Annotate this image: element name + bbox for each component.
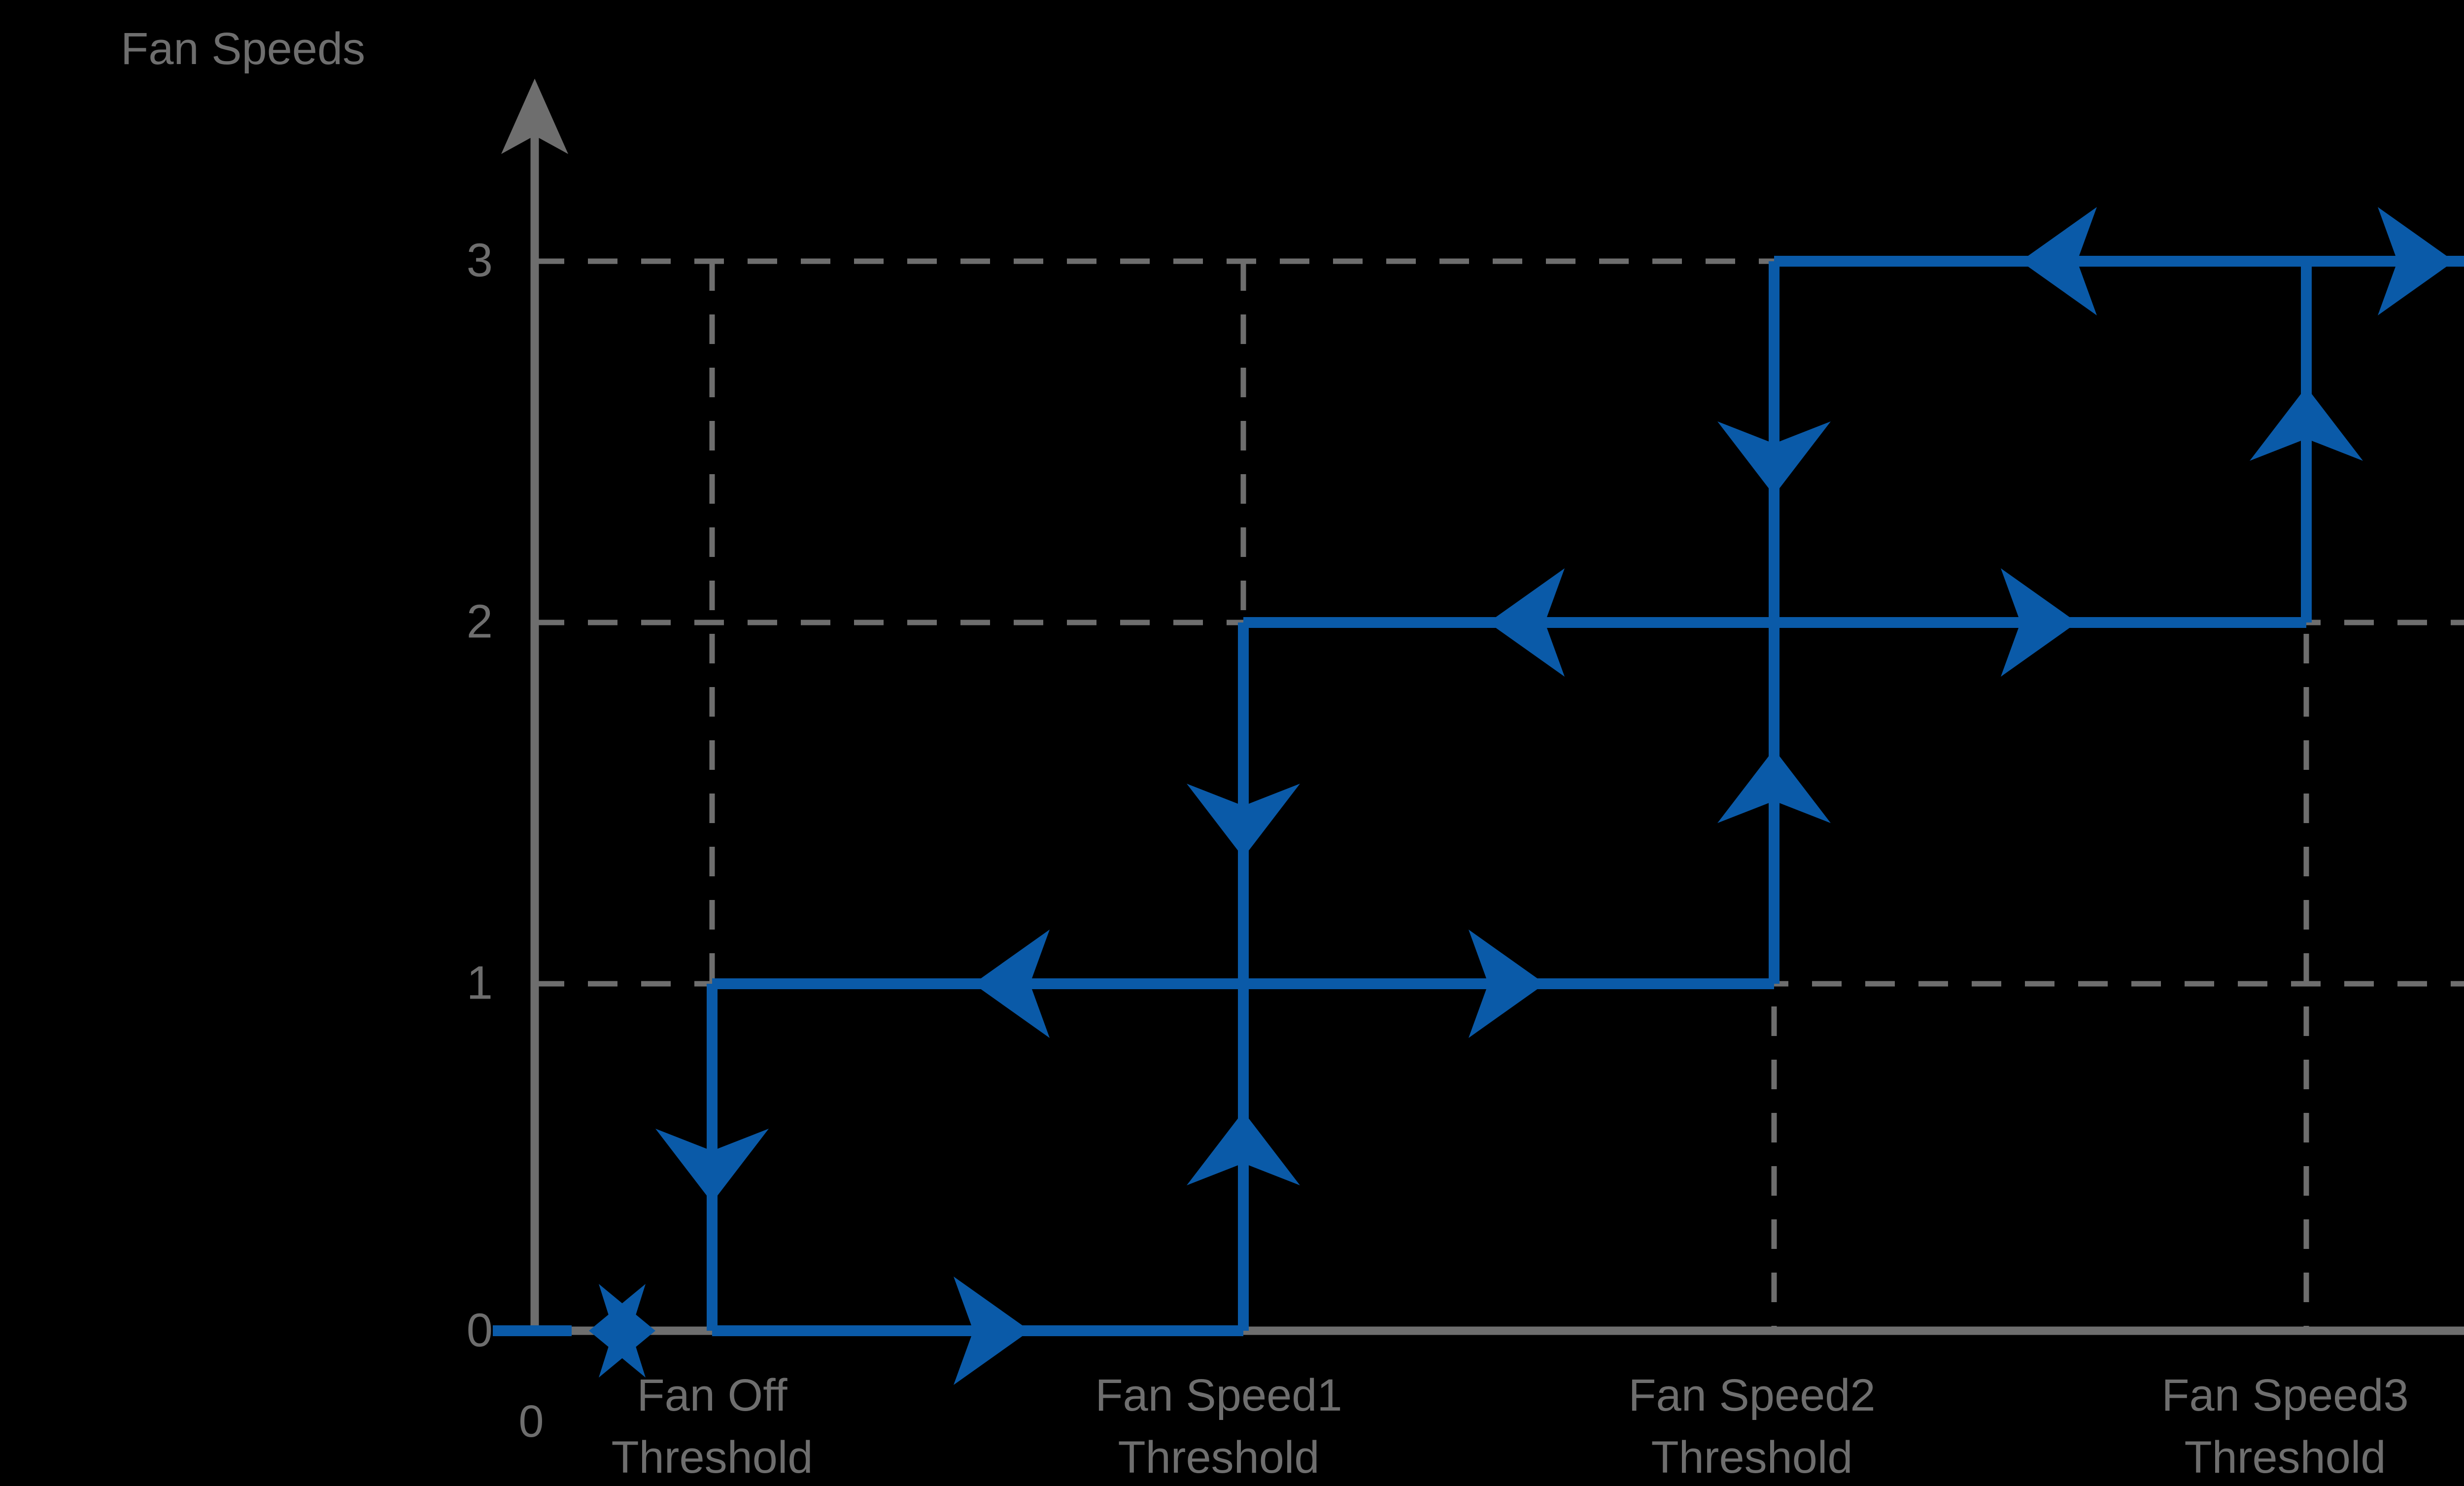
hysteresis-trace [493, 256, 2464, 1336]
y-tick-label-1: 1 [467, 956, 493, 1009]
arrowhead-up-speed3 [2250, 387, 2363, 461]
y-tick-label-2: 2 [467, 595, 493, 648]
y-tick-label-3: 3 [467, 234, 493, 286]
x-origin-label: 0 [518, 1396, 544, 1447]
arrowhead-down-speed1 [1187, 784, 1300, 858]
threshold-fan-speed-3-line1: Fan Speed3 [2161, 1370, 2408, 1420]
axis-lines [493, 78, 2464, 1335]
arrowhead-down-speed2 [1717, 421, 1831, 495]
threshold-fan-speed-2-line2: Threshold [1651, 1432, 1852, 1483]
threshold-label-fan-speed-3: Fan Speed3 Threshold [2161, 1370, 2408, 1483]
arrowhead-bidir-right-level3 [2378, 207, 2454, 315]
threshold-fan-off-line1: Fan Off [637, 1370, 787, 1420]
arrowhead-left-level3 [2020, 207, 2097, 315]
arrowhead-right-zero [954, 1277, 1030, 1385]
arrowhead-bidir-right-zero [599, 1284, 655, 1378]
grid-lines [535, 258, 2464, 1331]
threshold-fan-speed-3-line2: Threshold [2184, 1432, 2386, 1483]
arrowhead-left-level2 [1488, 568, 1565, 677]
arrowhead-up-speed2 [1717, 749, 1831, 823]
arrowhead-up-speed1 [1187, 1111, 1300, 1185]
arrowhead-right-level2 [2001, 568, 2077, 677]
threshold-fan-speed-2-line1: Fan Speed2 [1628, 1370, 1875, 1420]
threshold-label-fan-speed-2: Fan Speed2 Threshold [1628, 1370, 1875, 1483]
direction-arrowheads [589, 207, 2454, 1385]
threshold-fan-speed-1-line2: Threshold [1118, 1432, 1319, 1483]
threshold-label-fan-speed-1: Fan Speed1 Threshold [1095, 1370, 1342, 1483]
chart-title: Fan Speeds [121, 24, 365, 74]
threshold-label-fan-off: Fan Off Threshold [611, 1370, 813, 1483]
threshold-fan-speed-1-line1: Fan Speed1 [1095, 1370, 1342, 1420]
arrowhead-right-level1 [1469, 930, 1545, 1038]
arrowhead-left-level1 [973, 930, 1050, 1038]
y-tick-label-0: 0 [467, 1304, 493, 1356]
threshold-fan-off-line2: Threshold [611, 1432, 813, 1483]
arrowhead-down-fanoff [655, 1129, 769, 1203]
